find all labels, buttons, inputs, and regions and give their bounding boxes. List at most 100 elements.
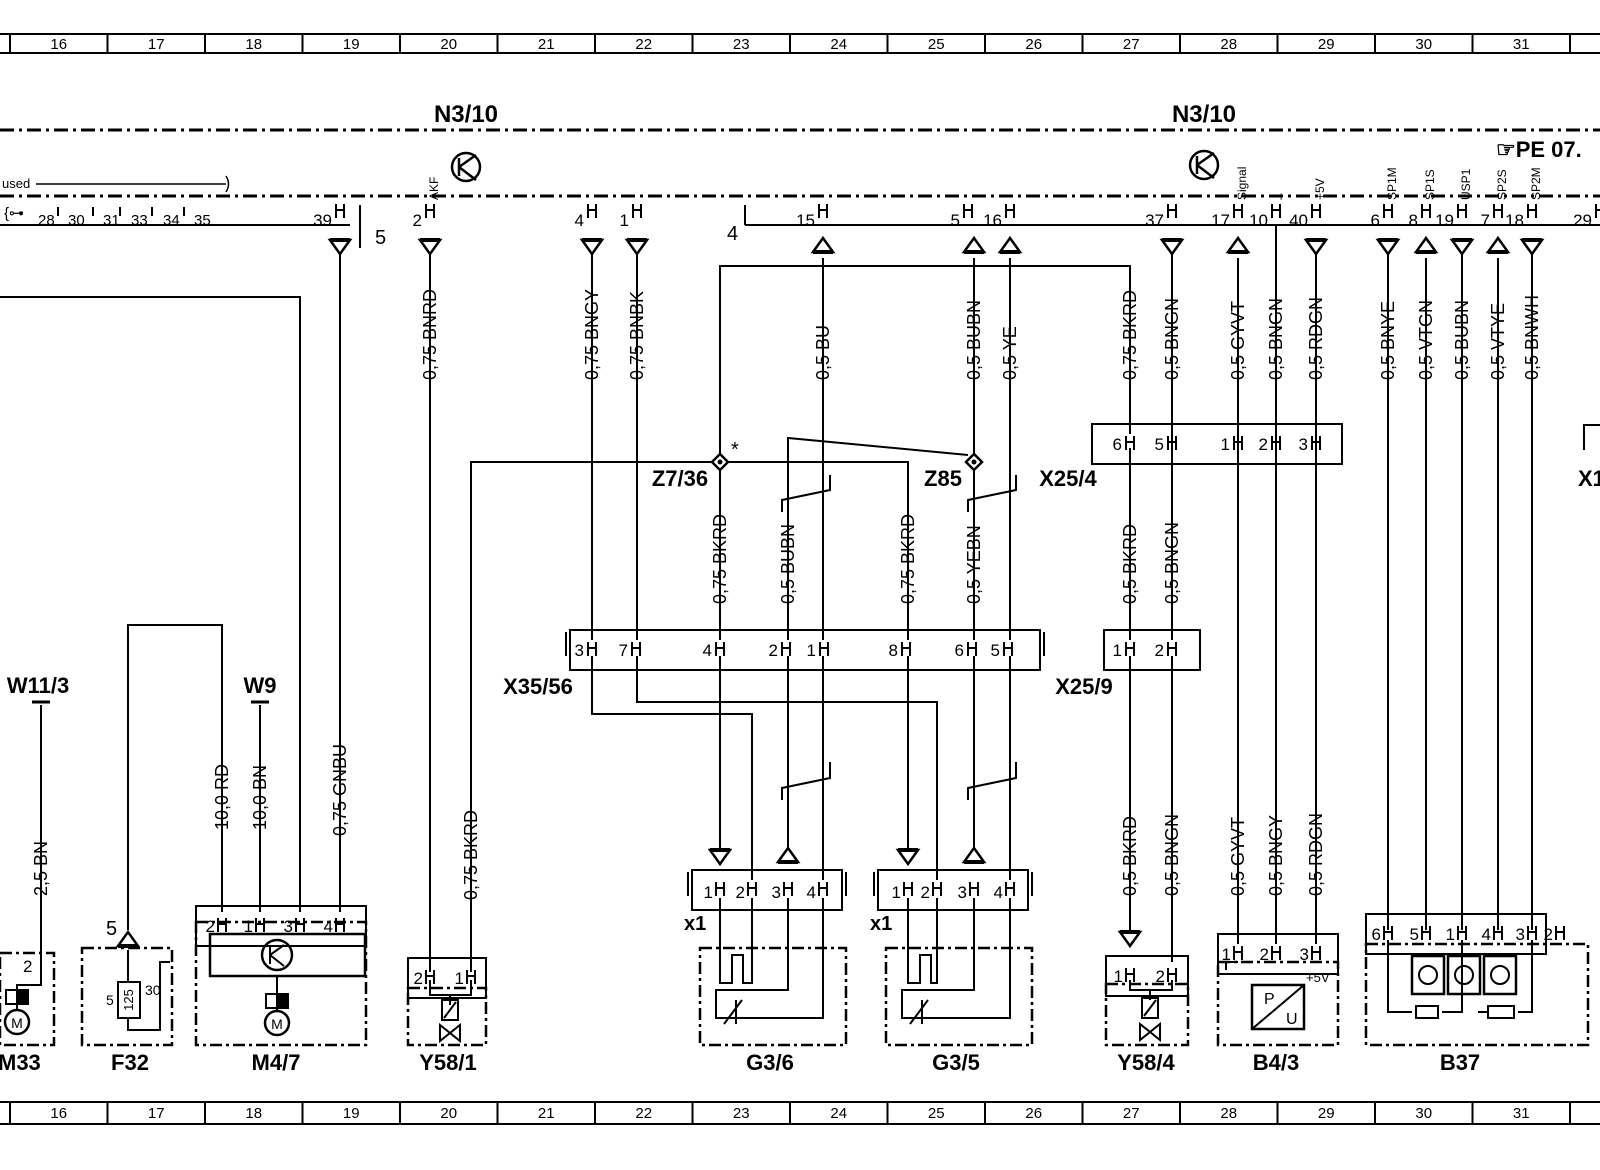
used-label: used [2,176,30,191]
pin-number: 6 [1113,435,1122,454]
grid-column-label: 31 [1513,36,1530,53]
pin-number: 5 [1155,435,1164,454]
grid-column-label: 20 [440,1105,457,1122]
component-label-y58-4: Y58/4 [1117,1050,1175,1075]
pin-number: 37 [1145,211,1164,230]
svg-text:U: U [1286,1011,1298,1028]
component-pin: 2 [1544,925,1565,944]
svg-text:–: – [1272,965,1280,981]
input-arrow-icon [998,236,1022,254]
component-label-w9: W9 [244,673,277,698]
grid-column-label: 31 [1513,1105,1530,1122]
output-arrow-icon [328,238,352,256]
svg-text:30: 30 [145,982,161,998]
pin-number: 3 [958,883,967,902]
pin-number: 1 [807,641,816,660]
wire-label: 0,75 BKRD [461,810,481,900]
connector-pin: 2 [1155,641,1177,660]
component-pin: 1 [1114,967,1135,986]
connector-pin: 4 [703,641,725,660]
wire-label: 0,5 BKRD [1120,524,1140,604]
svg-text:125: 125 [121,989,136,1011]
grid-column-label: 27 [1123,36,1140,53]
output-arrow-icon [1376,238,1400,256]
module-pin: 39 [313,203,345,230]
component-pin: 1 [1222,945,1243,964]
component-pin: 3 [284,917,305,936]
wire-label: 0,5 GYVT [1228,301,1248,380]
splice-label-z85: Z85 [924,466,962,491]
wire-label: 0,5 YEBN [964,525,984,604]
grid-column-label: 26 [1025,36,1042,53]
component-label-m33: M33 [0,1050,41,1075]
pin-number: 4 [1482,925,1491,944]
component-pin: 3 [772,881,793,902]
pin-number: 10 [1249,211,1268,230]
component-y58-4 [1104,955,1190,1047]
svg-text:35: 35 [194,212,211,229]
connector-x35-56: X35/56 [503,629,1045,699]
pin-signal-name: USP1 [1459,168,1473,200]
output-arrow-icon [1160,238,1184,256]
input-arrow-icon [1226,236,1250,254]
shield-marks [781,475,1017,800]
grid-ruler-bottom [0,1101,1600,1125]
grid-column-label: 21 [538,1105,555,1122]
grid-column-label: 16 [50,1105,67,1122]
wire-label: 0,5 BU [813,325,833,380]
connector-pin: 3 [575,641,597,660]
connector-label-x35-56: X35/56 [503,674,573,699]
module-pin: 1 [620,203,642,230]
motor-icon: M [11,1015,23,1031]
grid-column-label: 18 [245,1105,262,1122]
pin-number: 2 [1156,967,1165,986]
input-arrow-icon [1486,236,1510,254]
bus-number-left: 5 [375,227,386,249]
component-pin: 4 [807,881,828,902]
pin-number: 3 [284,917,293,936]
connector-x1-cut: X1 [1578,424,1600,491]
component-f32 [80,930,174,1047]
grid-column-label: 30 [1415,36,1432,53]
component-pin: 1 [455,969,476,988]
pin-signal-name: – [1273,193,1287,200]
connector-pin: 2 [769,641,791,660]
pin-number: 2 [413,211,422,230]
component-pin: 2 [736,881,757,902]
svg-text:+5V: +5V [1306,970,1330,985]
wire-label: 0,5 BNGY [1266,815,1286,896]
pin-number: 3 [1516,925,1525,944]
pin-number: 19 [1435,211,1454,230]
connector-pin: 7 [619,641,641,660]
grid-column-label: 16 [50,36,67,53]
grid-column-label: 29 [1318,36,1335,53]
module-pin: 15 [796,203,828,230]
wire-label: 0,5 BNGN [1162,814,1182,896]
unused-bracket-icon: {⊶ [4,205,24,222]
component-pin: 5 [1410,925,1431,944]
pin-number: 5 [1410,925,1419,944]
component-pin: 2 [414,969,435,988]
connector-pin: 8 [889,641,911,660]
grid-column-label: 23 [733,1105,750,1122]
pin-number: 7 [619,641,628,660]
pin-number: 7 [1481,211,1490,230]
pin-number: 3 [772,883,781,902]
wire-label: 0,5 VTGN [1416,300,1436,380]
connector-label-x1: X1 [1578,466,1600,491]
component-label-g3-6: G3/6 [746,1050,794,1075]
pin-number: 2 [414,969,423,988]
output-arrow-icon [418,238,442,256]
component-pin: 1 [244,917,265,936]
pin-number: 16 [983,211,1002,230]
pin-number: 2 [1155,641,1164,660]
input-arrow-icon [962,236,986,254]
pin-number: 2 [736,883,745,902]
module-pin: 10 – [1249,193,1287,230]
pin-number: 4 [575,211,584,230]
page-reference: ☞PE 07. [1496,137,1582,162]
input-arrow-icon [962,846,986,864]
